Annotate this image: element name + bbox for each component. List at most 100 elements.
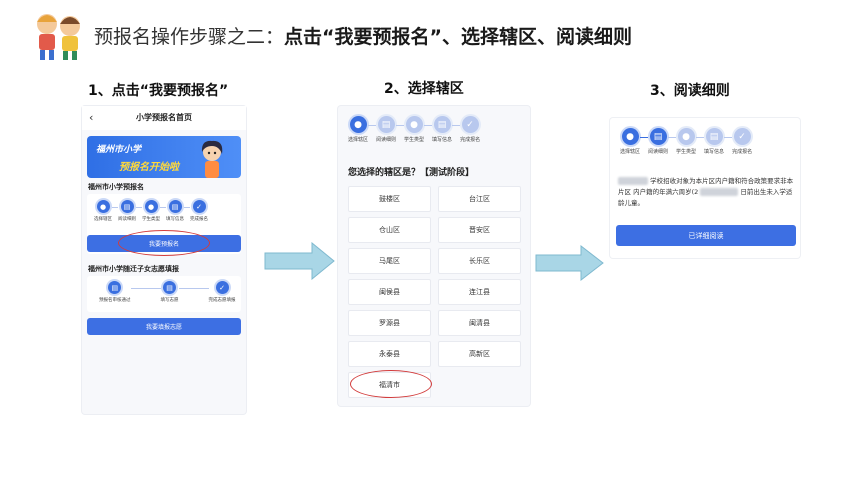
district-option[interactable]: 晋安区 bbox=[438, 217, 521, 243]
district-option[interactable]: 罗源县 bbox=[348, 310, 431, 336]
form-icon: ▤ bbox=[705, 128, 723, 145]
person-icon: ● bbox=[405, 116, 423, 133]
step-fill-volunteer: ▤ 填写志愿 bbox=[161, 281, 179, 303]
person-icon: ● bbox=[144, 200, 158, 213]
district-option[interactable]: 仓山区 bbox=[348, 217, 431, 243]
district-option[interactable]: 永泰县 bbox=[348, 341, 431, 367]
progress-steps: ● 选择辖区 ▤ 阅读细则 ● 学生类型 ▤ 填写信息 ✓ 完成报名 bbox=[348, 116, 480, 143]
step-fill-info: ▤ 填写信息 bbox=[432, 116, 452, 143]
district-option[interactable]: 闽侯县 bbox=[348, 279, 431, 305]
children-illustration bbox=[37, 14, 80, 60]
document-icon: ▤ bbox=[108, 281, 122, 294]
step-label: 完成志愿填报 bbox=[208, 298, 236, 303]
banner-line1: 福州市小学 bbox=[96, 145, 142, 155]
step-label: 选择辖区 bbox=[348, 137, 369, 143]
progress-steps: ● 选择辖区 ▤ 阅读细则 ● 学生类型 ▤ 填写信息 ✓ 完成报名 bbox=[94, 200, 208, 222]
step-connector bbox=[640, 137, 649, 138]
step-label: 阅读细则 bbox=[118, 217, 136, 222]
top-bar: ‹ 小学预报名首页 bbox=[82, 106, 246, 130]
volunteer-button[interactable]: 我要填报志愿 bbox=[87, 318, 241, 335]
step-read-rules: ▤ 阅读细则 bbox=[118, 200, 136, 222]
step-complete: ✓ 完成报名 bbox=[190, 200, 208, 222]
step-label: 学生类型 bbox=[676, 149, 697, 155]
read-confirm-button[interactable]: 已详细阅读 bbox=[616, 225, 796, 246]
step-student-type: ● 学生类型 bbox=[404, 116, 424, 143]
step-connector bbox=[424, 125, 433, 126]
step-label: 选择辖区 bbox=[94, 217, 112, 222]
step-connector bbox=[178, 288, 209, 289]
step-select-district: ● 选择辖区 bbox=[348, 116, 368, 143]
step-connector bbox=[396, 125, 405, 126]
step-complete: ✓ 完成报名 bbox=[460, 116, 480, 143]
step-connector bbox=[130, 288, 161, 289]
volunteer-card: ▤ 预报名审核通过 ▤ 填写志愿 ✓ 完成志愿填报 bbox=[87, 276, 241, 312]
step-approved: ▤ 预报名审核通过 bbox=[99, 281, 131, 303]
step-select-district: ● 选择辖区 bbox=[620, 128, 640, 155]
district-option[interactable]: 高新区 bbox=[438, 341, 521, 367]
step-connector bbox=[160, 207, 166, 208]
rules-text-part3: 日前出生未入学适龄儿童。 bbox=[618, 188, 793, 207]
district-option[interactable]: 台江区 bbox=[438, 186, 521, 212]
section-title-preregistration: 福州市小学预报名 bbox=[88, 183, 144, 191]
step-volunteer-done: ✓ 完成志愿填报 bbox=[209, 281, 236, 303]
page-title: 小学预报名首页 bbox=[136, 113, 192, 122]
document-icon: ▤ bbox=[120, 200, 134, 213]
phone-screen-home: ‹ 小学预报名首页 福州市小学 预报名开始啦 福州市小学预报名 ● 选择辖区 ▤… bbox=[82, 106, 246, 414]
check-icon: ✓ bbox=[215, 281, 229, 294]
step-fill-info: ▤ 填写信息 bbox=[166, 200, 184, 222]
step-connector bbox=[452, 125, 461, 126]
form-icon: ▤ bbox=[168, 200, 182, 213]
step-label: 阅读细则 bbox=[648, 149, 669, 155]
location-icon: ● bbox=[96, 200, 110, 213]
step-student-type: ● 学生类型 bbox=[676, 128, 696, 155]
girl-illustration bbox=[201, 140, 223, 178]
step-connector bbox=[668, 137, 677, 138]
step-student-type: ● 学生类型 bbox=[142, 200, 160, 222]
step-connector bbox=[136, 207, 142, 208]
arrow-right-icon bbox=[264, 242, 335, 280]
district-option[interactable]: 马尾区 bbox=[348, 248, 431, 274]
step-heading-1: 1、点击“我要预报名” bbox=[88, 83, 229, 99]
step-label: 选择辖区 bbox=[620, 149, 641, 155]
step-label: 填写信息 bbox=[704, 149, 725, 155]
step-heading-2: 2、选择辖区 bbox=[384, 81, 464, 97]
check-icon: ✓ bbox=[192, 200, 206, 213]
arrow-right-icon bbox=[535, 245, 604, 281]
progress-steps: ● 选择辖区 ▤ 阅读细则 ● 学生类型 ▤ 填写信息 ✓ 完成报名 bbox=[620, 128, 752, 155]
promo-banner: 福州市小学 预报名开始啦 bbox=[87, 136, 241, 178]
district-option[interactable]: 闽清县 bbox=[438, 310, 521, 336]
step-label: 填写信息 bbox=[432, 137, 453, 143]
redacted-block bbox=[700, 188, 739, 196]
step-connector bbox=[184, 207, 190, 208]
rules-text-part2: 内户籍的年满六周岁(2 bbox=[633, 188, 699, 196]
title-prefix: 预报名操作步骤之二： bbox=[94, 26, 285, 48]
phone-screen-district: ● 选择辖区 ▤ 阅读细则 ● 学生类型 ▤ 填写信息 ✓ 完成报名 您选择的辖… bbox=[338, 106, 530, 406]
step-read-rules: ▤ 阅读细则 bbox=[648, 128, 668, 155]
form-icon: ▤ bbox=[163, 281, 176, 294]
section-title-volunteer: 福州市小学随迁子女志愿填报 bbox=[88, 265, 179, 273]
person-icon: ● bbox=[677, 128, 695, 145]
form-icon: ▤ bbox=[433, 116, 451, 133]
title-bold: 点击“我要预报名”、选择辖区、阅读细则 bbox=[284, 26, 632, 48]
volunteer-steps: ▤ 预报名审核通过 ▤ 填写志愿 ✓ 完成志愿填报 bbox=[99, 281, 236, 303]
step-label: 学生类型 bbox=[404, 137, 425, 143]
highlight-oval bbox=[350, 370, 432, 398]
step-label: 完成报名 bbox=[190, 217, 208, 222]
district-option[interactable]: 鼓楼区 bbox=[348, 186, 431, 212]
location-icon: ● bbox=[621, 128, 639, 145]
check-icon: ✓ bbox=[461, 116, 479, 133]
redacted-block bbox=[618, 177, 648, 185]
step-connector bbox=[112, 207, 118, 208]
location-icon: ● bbox=[349, 116, 367, 133]
district-option[interactable]: 连江县 bbox=[438, 279, 521, 305]
step-connector bbox=[724, 137, 733, 138]
district-option[interactable]: 长乐区 bbox=[438, 248, 521, 274]
step-label: 阅读细则 bbox=[376, 137, 397, 143]
slide-title: 预报名操作步骤之二：点击“我要预报名”、选择辖区、阅读细则 bbox=[94, 22, 632, 49]
highlight-oval bbox=[118, 230, 210, 256]
rules-text: 学校招收对象为本片区内户籍和符合政策要求非本片区 内户籍的年满六周岁(2 日前出… bbox=[618, 176, 796, 209]
document-icon: ▤ bbox=[377, 116, 395, 133]
step-connector bbox=[696, 137, 705, 138]
back-icon[interactable]: ‹ bbox=[89, 111, 94, 124]
step-label: 预报名审核通过 bbox=[99, 298, 131, 303]
